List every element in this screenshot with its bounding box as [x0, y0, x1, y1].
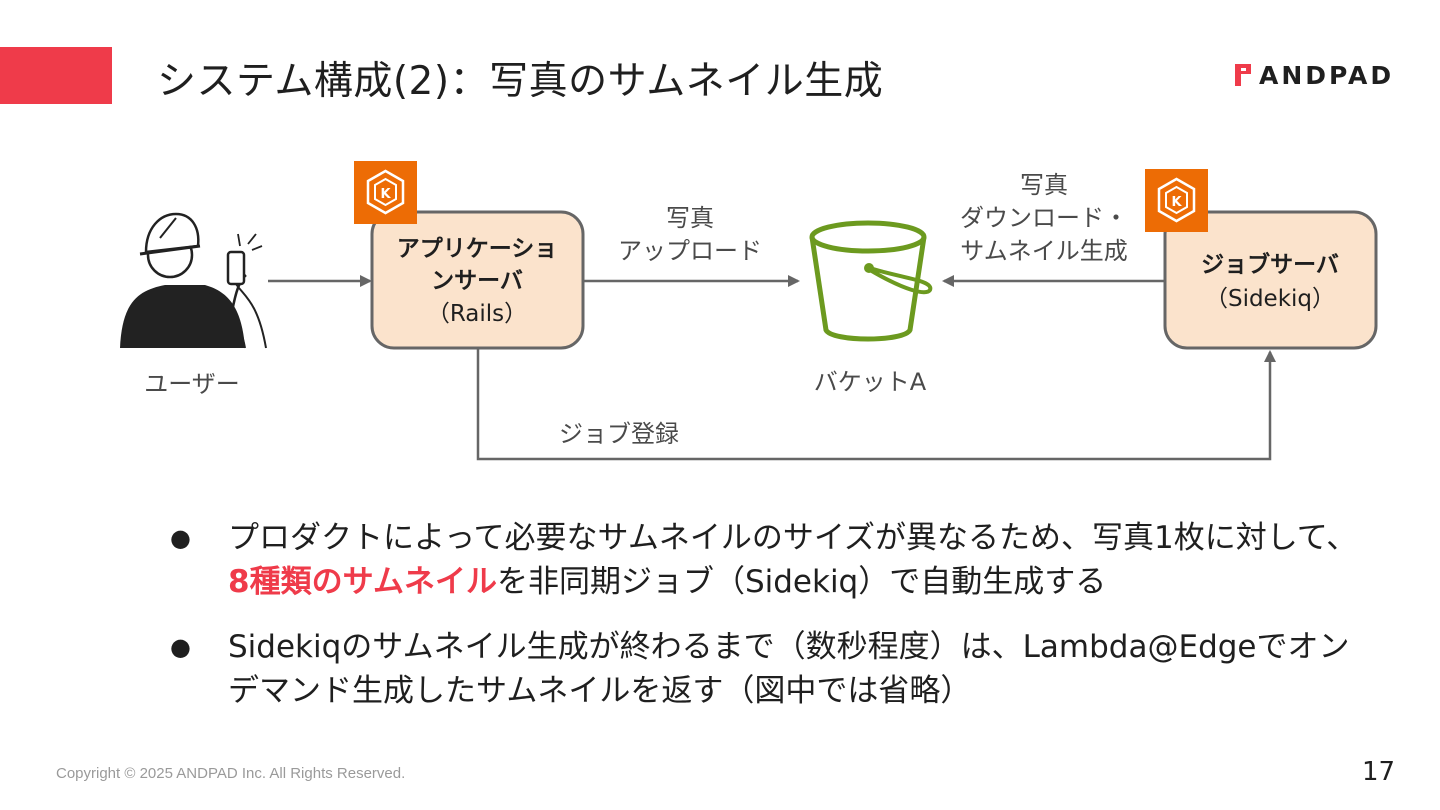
bullet-item: ● プロダクトによって必要なサムネイルのサイズが異なるため、写真1枚に対して、 8種… [170, 516, 1370, 604]
bullet-list: ● プロダクトによって必要なサムネイルのサイズが異なるため、写真1枚に対して、 8種… [170, 516, 1370, 734]
job-server-box [1165, 212, 1376, 348]
bullet-dot-icon: ● [170, 625, 191, 669]
s3-bucket-icon [812, 223, 930, 339]
andpad-logo: ANDPAD [1235, 60, 1394, 90]
bullet-text-pre: Sidekiqのサムネイル生成が終わるまで（数秒程度）は、Lambda@Edge… [228, 629, 1350, 709]
page-number: 17 [1362, 757, 1395, 787]
app-server-label-line1: アプリケーショ [397, 236, 558, 262]
copyright: Copyright © 2025 ANDPAD Inc. All Rights … [56, 765, 405, 782]
svg-text:K: K [380, 187, 391, 202]
page-title: システム構成(2)：写真のサムネイル生成 [157, 50, 883, 106]
svg-text:K: K [1171, 195, 1182, 210]
accent-bar [0, 47, 112, 104]
bullet-text-pre: プロダクトによって必要なサムネイルのサイズが異なるため、写真1枚に対して、 [228, 520, 1357, 556]
user-label: ユーザー [144, 370, 240, 398]
bullet-item: ● Sidekiqのサムネイル生成が終わるまで（数秒程度）は、Lambda@Edg… [170, 625, 1370, 713]
bullet-dot-icon: ● [170, 516, 191, 560]
architecture-diagram: ユーザー アプリケーショ ンサーバ （Rails） K 写真 アップロード バケ… [0, 150, 1440, 480]
bucket-label: バケットA [814, 368, 927, 396]
user-illustration [120, 214, 266, 348]
arrow-upload-label-line2: アップロード [618, 237, 762, 265]
app-server-label-line2: ンサーバ [431, 268, 523, 294]
app-server-label-line3: （Rails） [427, 301, 527, 327]
arrow-upload-label-line1: 写真 [666, 204, 714, 232]
kubernetes-k-icon: K [1145, 169, 1208, 232]
arrow-job-label: ジョブ登録 [559, 420, 679, 448]
job-server-label-line2: （Sidekiq） [1205, 286, 1335, 312]
job-server-label-line1: ジョブサーバ [1201, 251, 1339, 278]
bullet-text-post: を非同期ジョブ（Sidekiq）で自動生成する [497, 564, 1106, 600]
logo-text: ANDPAD [1259, 61, 1394, 90]
arrow-download-label-line2: ダウンロード・ [960, 204, 1128, 232]
kubernetes-k-icon: K [354, 161, 417, 224]
andpad-logo-icon [1235, 64, 1251, 86]
arrow-download-label-line1: 写真 [1020, 171, 1068, 199]
bullet-highlight: 8種類のサムネイル [228, 564, 497, 600]
arrow-download-label-line3: サムネイル生成 [960, 237, 1128, 265]
